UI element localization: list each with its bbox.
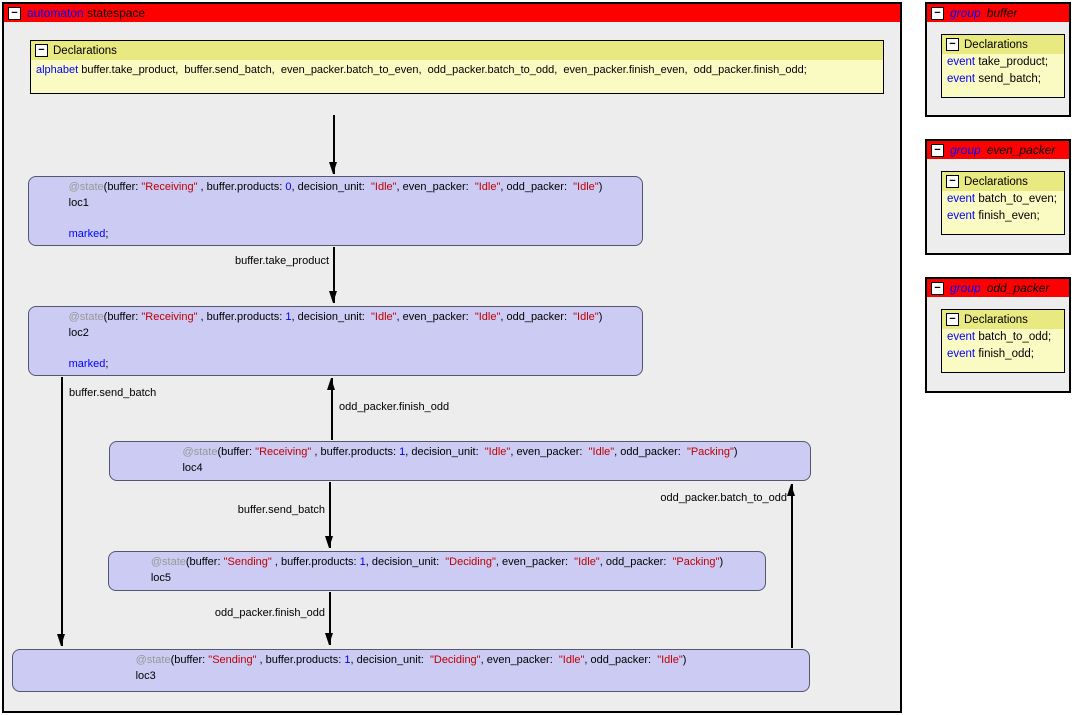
edge-loc5-loc3-label: odd_packer.finish_odd — [214, 607, 325, 619]
arrowhead-icon — [787, 484, 795, 496]
collapse-icon[interactable]: − — [946, 175, 959, 188]
initial-edge-line — [333, 115, 335, 174]
edge-loc3-loc4-line — [791, 484, 793, 648]
declarations-title: Declarations — [964, 38, 1028, 51]
edge-loc4-loc5-line — [329, 482, 331, 548]
state-annotation: @state(buffer: "Receiving" , buffer.prod… — [68, 311, 603, 323]
event-declaration: event finish_odd; — [947, 348, 1034, 360]
declarations-header: −Declarations — [942, 35, 1064, 54]
declarations-box: − Declarations alphabet buffer.take_prod… — [30, 40, 884, 94]
state-location-name: loc4 — [182, 461, 203, 474]
state-annotation: @state(buffer: "Sending" , buffer.produc… — [135, 654, 687, 666]
state-loc5[interactable]: @state(buffer: "Sending" , buffer.produc… — [108, 551, 766, 591]
state-annotation: @state(buffer: "Sending" , buffer.produc… — [150, 556, 724, 568]
alphabet-declaration: alphabet buffer.take_product, buffer.sen… — [36, 64, 807, 76]
arrowhead-icon — [57, 634, 65, 646]
automaton-title-bar: − automaton statespace — [4, 4, 900, 22]
state-text: @state(buffer: "Receiving" , buffer.prod… — [182, 442, 737, 480]
state-annotation: @state(buffer: "Receiving" , buffer.prod… — [182, 446, 738, 458]
state-loc3[interactable]: @state(buffer: "Sending" , buffer.produc… — [12, 649, 810, 692]
event-declaration: event finish_even; — [947, 210, 1040, 222]
event-declaration: event take_product; — [947, 56, 1049, 68]
state-annotation: @state(buffer: "Receiving" , buffer.prod… — [68, 181, 603, 193]
group-title-bar: −group odd_packer — [927, 279, 1069, 297]
state-loc1[interactable]: @state(buffer: "Receiving" , buffer.prod… — [28, 176, 643, 246]
declarations-box: −Declarations event batch_to_odd;event fi… — [941, 309, 1065, 373]
declarations-title: Declarations — [964, 313, 1028, 326]
arrowhead-icon — [325, 633, 333, 645]
declarations-box: −Declarations event batch_to_even;event f… — [941, 171, 1065, 235]
declarations-header: −Declarations — [942, 310, 1064, 329]
edge-loc3-loc4-label: odd_packer.batch_to_odd — [660, 492, 787, 504]
event-declaration: event batch_to_even; — [947, 193, 1057, 205]
declarations-box: −Declarations event take_product;event se… — [941, 34, 1065, 98]
blank-line — [69, 211, 603, 227]
group-title-bar: −group buffer — [927, 4, 1069, 22]
edge-loc5-loc3-line — [329, 592, 331, 645]
event-declaration: event batch_to_odd; — [947, 331, 1052, 343]
group-name: odd_packer — [986, 281, 1050, 295]
declarations-title: Declarations — [964, 175, 1028, 188]
group-title-bar: −group even_packer — [927, 141, 1069, 159]
arrowhead-icon — [325, 536, 333, 548]
state-text: @state(buffer: "Receiving" , buffer.prod… — [69, 307, 603, 375]
declarations-title: Declarations — [53, 44, 117, 57]
collapse-icon[interactable]: − — [931, 281, 944, 295]
declarations-header: −Declarations — [942, 172, 1064, 191]
collapse-icon[interactable]: − — [8, 6, 21, 20]
state-text: @state(buffer: "Receiving" , buffer.prod… — [69, 177, 603, 245]
collapse-icon[interactable]: − — [931, 6, 944, 20]
automaton-name: statespace — [87, 6, 146, 20]
declarations-header: − Declarations — [31, 41, 883, 60]
state-text: @state(buffer: "Sending" , buffer.produc… — [136, 650, 687, 691]
arrowhead-icon — [329, 291, 337, 303]
edge-loc1-loc2-label: buffer.take_product — [235, 255, 329, 267]
marked-line: marked; — [68, 357, 109, 370]
state-location-name: loc2 — [68, 326, 89, 339]
state-location-name: loc5 — [150, 571, 172, 584]
statespace-diagram: @state(buffer: "Receiving" , buffer.prod… — [4, 4, 900, 711]
group-name: buffer — [986, 6, 1018, 20]
state-loc2[interactable]: @state(buffer: "Receiving" , buffer.prod… — [28, 306, 643, 376]
collapse-icon[interactable]: − — [946, 38, 959, 51]
state-location-name: loc3 — [135, 669, 156, 682]
collapse-icon[interactable]: − — [35, 44, 48, 57]
event-declaration: event send_batch; — [947, 73, 1041, 85]
edge-loc2-loc3-label: buffer.send_batch — [69, 387, 157, 399]
collapse-icon[interactable]: − — [931, 143, 944, 157]
edge-loc4-loc2-label: odd_packer.finish_odd — [339, 401, 450, 413]
automaton-panel: − automaton statespace − Declarations al… — [2, 2, 902, 713]
edge-loc4-loc5-label: buffer.send_batch — [237, 504, 325, 516]
group-keyword: group — [950, 143, 981, 157]
group-keyword: group — [950, 281, 981, 295]
group-keyword: group — [950, 6, 981, 20]
automaton-keyword: automaton statespace — [27, 6, 146, 20]
state-loc4[interactable]: @state(buffer: "Receiving" , buffer.prod… — [109, 441, 811, 481]
group-name: even_packer — [986, 143, 1056, 157]
marked-line: marked; — [68, 227, 109, 240]
state-text: @state(buffer: "Sending" , buffer.produc… — [151, 552, 723, 590]
edge-loc4-loc2-line — [331, 378, 333, 440]
state-location-name: loc1 — [68, 196, 89, 209]
arrowhead-icon — [329, 162, 337, 174]
collapse-icon[interactable]: − — [946, 313, 959, 326]
arrowhead-icon — [327, 378, 335, 390]
blank-line — [69, 341, 603, 357]
edge-loc2-loc3-line — [61, 377, 63, 646]
edge-loc1-loc2-line — [333, 247, 335, 303]
